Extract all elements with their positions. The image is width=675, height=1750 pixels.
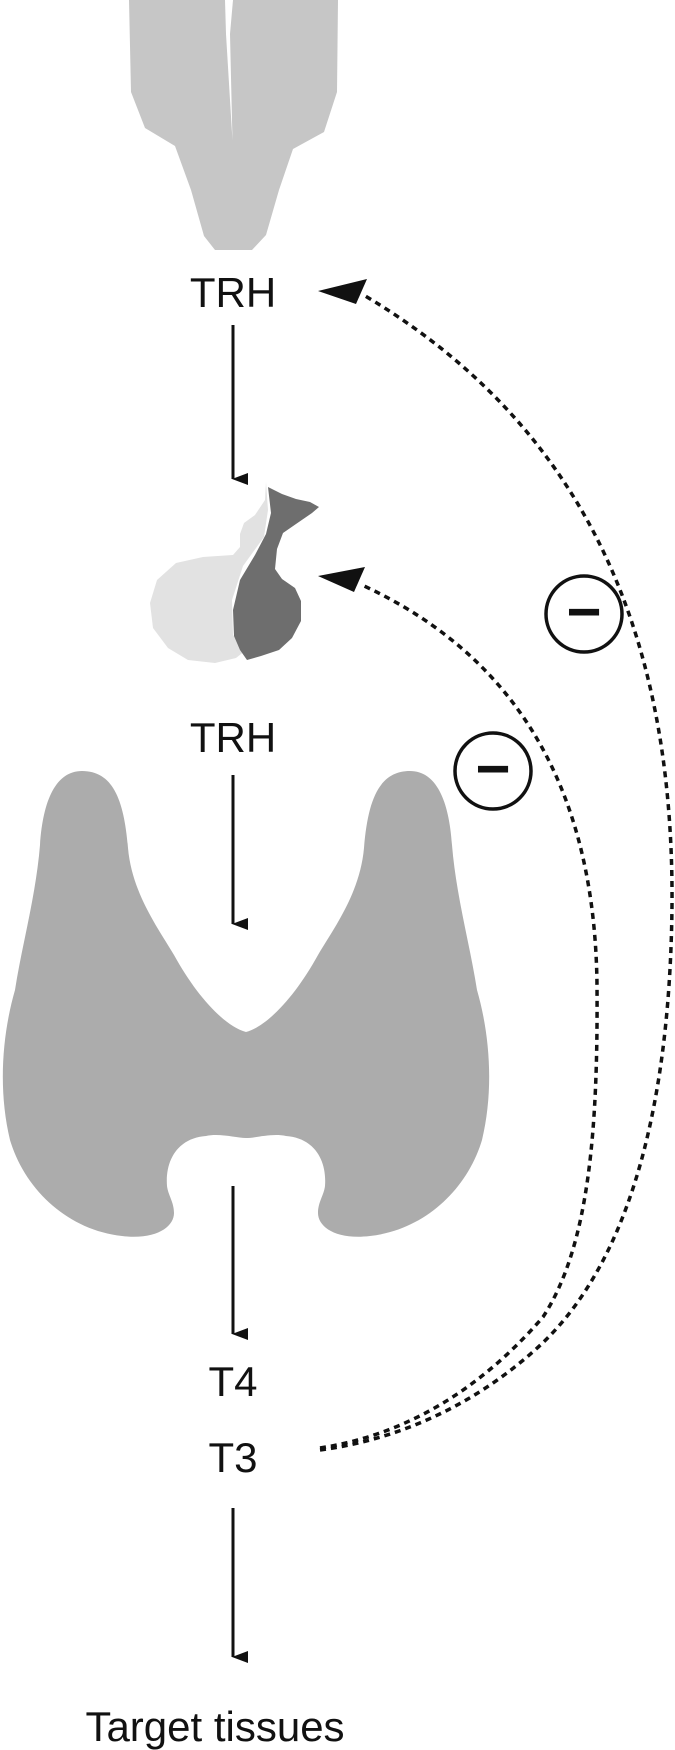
label-t4: T4 bbox=[208, 1358, 257, 1405]
feedback-arrowhead-to-trh bbox=[318, 279, 367, 304]
label-target-tissues: Target tissues bbox=[85, 1703, 344, 1750]
label-trh-top: TRH bbox=[190, 269, 276, 316]
pituitary-posterior-shape bbox=[233, 487, 319, 660]
negative-feedback-symbol-outer: − bbox=[544, 574, 624, 654]
pituitary-anterior-shape bbox=[150, 465, 268, 663]
label-trh-middle: TRH bbox=[190, 714, 276, 761]
negative-feedback-symbol-inner: − bbox=[453, 731, 533, 811]
feedback-arrowhead-to-pituitary bbox=[318, 567, 365, 592]
negative-symbol-outer-text: − bbox=[566, 578, 601, 645]
hypothalamus-shape bbox=[129, 0, 338, 250]
feedback-curve-outer bbox=[319, 292, 674, 1452]
thyroid-gland-shape bbox=[2, 771, 490, 1237]
negative-symbol-inner-text: − bbox=[475, 735, 510, 802]
feedback-curve-inner bbox=[319, 583, 599, 1450]
label-t3: T3 bbox=[208, 1434, 257, 1481]
